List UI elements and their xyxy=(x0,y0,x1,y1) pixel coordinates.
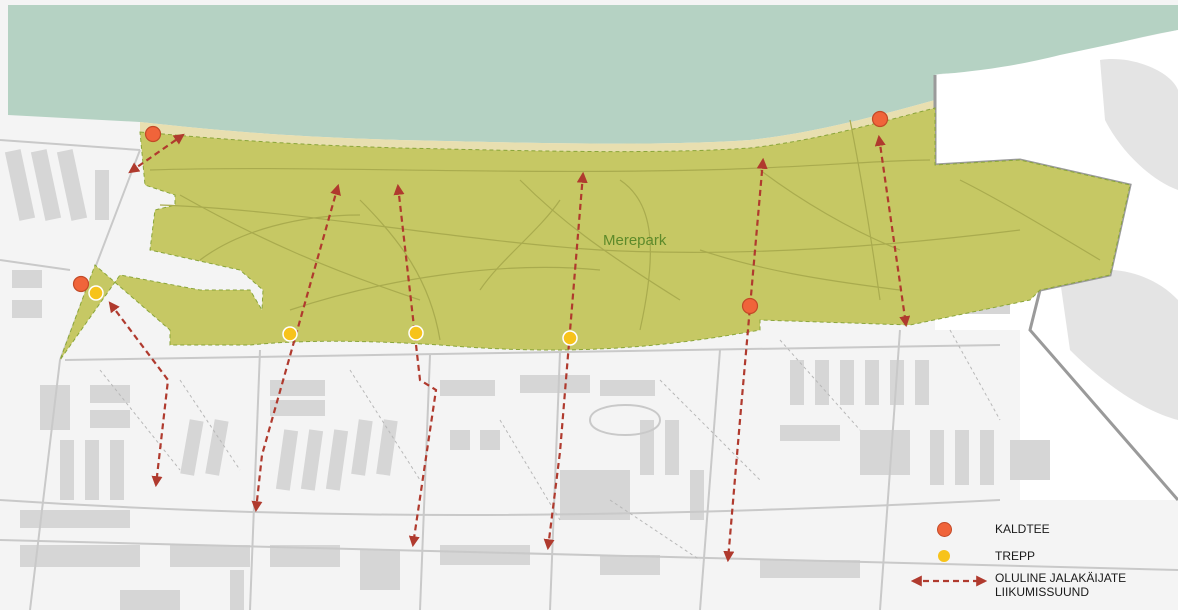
pedestrian-arrow-6 xyxy=(723,157,768,563)
park-label: Merepark xyxy=(603,232,667,249)
legend-item-kaldtee: KALDTEE xyxy=(905,517,1050,541)
legend-label-trepp: TREPP xyxy=(995,549,1036,563)
trepp-point xyxy=(282,326,298,342)
pedestrian-arrow-1 xyxy=(128,133,185,174)
trepp-points xyxy=(88,285,578,346)
trepp-point xyxy=(88,285,104,301)
kaldtee-point xyxy=(144,125,162,143)
pedestrian-arrow-2 xyxy=(108,301,170,488)
legend-label-direction-line1: OLULINE JALAKÄIJATE xyxy=(995,571,1127,585)
legend-label-direction: OLULINE JALAKÄIJATE LIIKUMISSUUND xyxy=(995,571,1126,599)
forest-east xyxy=(1060,269,1178,420)
pedestrian-arrow-3 xyxy=(251,183,341,513)
trepp-dot-icon xyxy=(905,544,995,568)
legend-label-kaldtee: KALDTEE xyxy=(995,522,1050,536)
trepp-point xyxy=(408,325,424,341)
kaldtee-point xyxy=(72,275,90,293)
kaldtee-point xyxy=(741,297,759,315)
kaldtee-point xyxy=(871,110,889,128)
trepp-point xyxy=(562,330,578,346)
forest-east-2 xyxy=(1100,59,1178,190)
legend-item-direction: OLULINE JALAKÄIJATE LIIKUMISSUUND xyxy=(905,571,1126,599)
legend-item-trepp: TREPP xyxy=(905,544,1035,568)
pedestrian-arrow-4 xyxy=(393,183,438,548)
pedestrian-arrow-5 xyxy=(543,171,588,551)
pedestrian-arrow-7 xyxy=(874,134,911,328)
double-arrow-icon xyxy=(905,571,995,595)
beach-strip xyxy=(140,100,935,152)
kaldtee-points xyxy=(72,110,889,315)
kaldtee-dot-icon xyxy=(905,517,995,541)
sea-area xyxy=(8,5,1178,144)
map-legend: KALDTEE TREPP OLULINE JALAKÄIJATE LIIKUM… xyxy=(905,515,1165,610)
legend-label-direction-line2: LIIKUMISSUUND xyxy=(995,585,1090,599)
pedestrian-arrows xyxy=(108,133,911,563)
